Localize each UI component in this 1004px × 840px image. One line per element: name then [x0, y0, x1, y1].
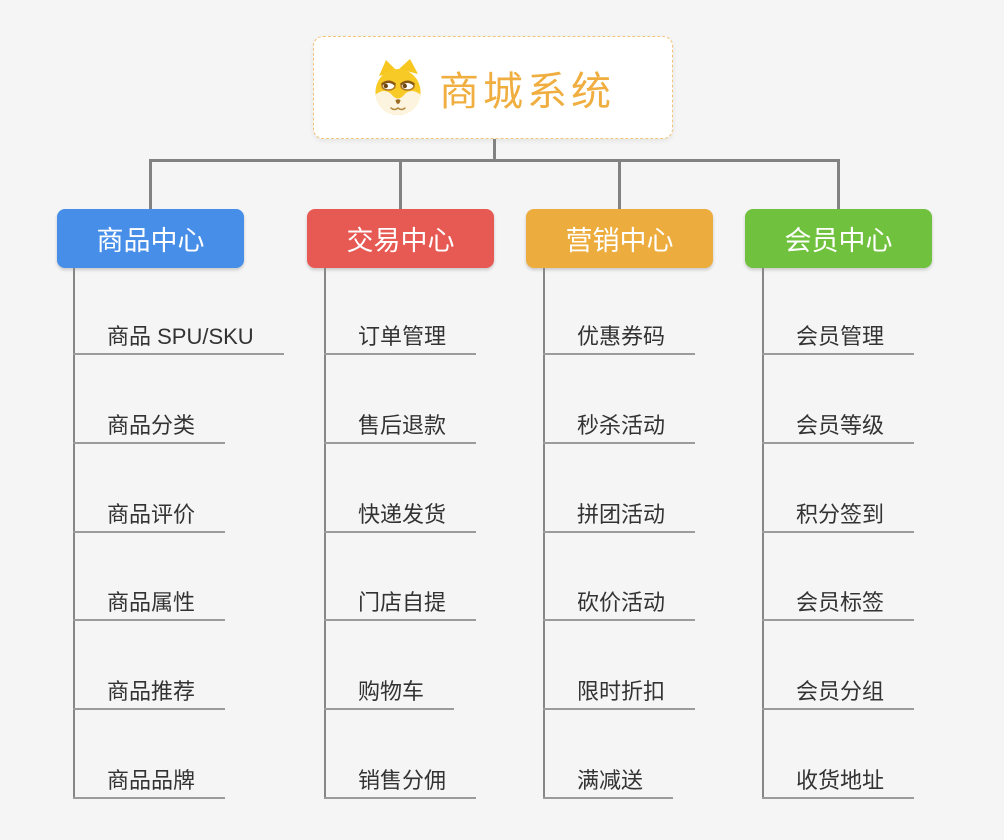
leaf-topic[interactable]: 积分签到: [762, 499, 915, 533]
connector-stub-member: [837, 159, 840, 209]
leaf-topic[interactable]: 会员等级: [762, 410, 915, 444]
column-line: [543, 268, 545, 799]
root-topic[interactable]: 商城系统: [313, 36, 673, 139]
column-line: [762, 268, 764, 799]
leaf-topic[interactable]: 快递发货: [324, 499, 477, 533]
leaf-topic[interactable]: 门店自提: [324, 587, 477, 621]
leaf-topic[interactable]: 秒杀活动: [543, 410, 696, 444]
leaf-topic[interactable]: 限时折扣: [543, 676, 696, 710]
connector-root-stub: [493, 139, 496, 160]
connector-stub-product: [149, 159, 152, 209]
leaf-topic[interactable]: 订单管理: [324, 321, 477, 355]
leaf-topic[interactable]: 会员分组: [762, 676, 915, 710]
connector-stub-trade: [399, 159, 402, 209]
branch-children-member: 会员管理 会员等级 积分签到 会员标签 会员分组 收货地址: [762, 268, 1004, 801]
leaf-topic[interactable]: 商品推荐: [73, 676, 226, 710]
branch-children-trade: 订单管理 售后退款 快递发货 门店自提 购物车 销售分佣: [324, 268, 624, 801]
branch-marketing-center[interactable]: 营销中心: [526, 209, 713, 268]
leaf-topic[interactable]: 拼团活动: [543, 499, 696, 533]
column-line: [324, 268, 326, 799]
leaf-topic[interactable]: 购物车: [324, 676, 455, 710]
leaf-topic[interactable]: 售后退款: [324, 410, 477, 444]
branch-children-marketing: 优惠券码 秒杀活动 拼团活动 砍价活动 限时折扣 满减送: [543, 268, 843, 801]
branch-trade-center[interactable]: 交易中心: [307, 209, 494, 268]
branch-member-center[interactable]: 会员中心: [745, 209, 932, 268]
branch-children-product: 商品 SPU/SKU 商品分类 商品评价 商品属性 商品推荐 商品品牌: [73, 268, 373, 801]
column-line: [73, 268, 75, 799]
doge-icon: [371, 58, 425, 117]
branch-product-center[interactable]: 商品中心: [57, 209, 244, 268]
leaf-topic[interactable]: 商品属性: [73, 587, 226, 621]
leaf-topic[interactable]: 销售分佣: [324, 765, 477, 799]
leaf-topic[interactable]: 优惠券码: [543, 321, 696, 355]
leaf-topic[interactable]: 商品品牌: [73, 765, 226, 799]
leaf-topic[interactable]: 砍价活动: [543, 587, 696, 621]
leaf-topic[interactable]: 商品 SPU/SKU: [73, 321, 284, 355]
leaf-topic[interactable]: 会员标签: [762, 587, 915, 621]
leaf-topic[interactable]: 商品分类: [73, 410, 226, 444]
connector-horizontal: [149, 159, 840, 162]
root-title: 商城系统: [439, 69, 615, 114]
leaf-topic[interactable]: 会员管理: [762, 321, 915, 355]
connector-stub-marketing: [618, 159, 621, 209]
leaf-topic[interactable]: 商品评价: [73, 499, 226, 533]
leaf-topic[interactable]: 满减送: [543, 765, 674, 799]
leaf-topic[interactable]: 收货地址: [762, 765, 915, 799]
